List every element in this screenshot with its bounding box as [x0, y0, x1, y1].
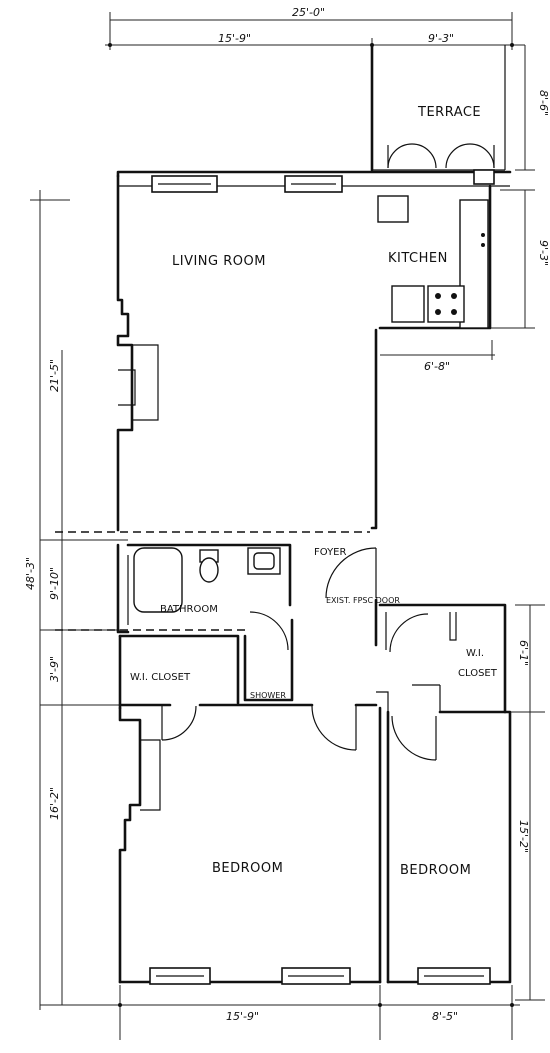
dim-closet-depth: 3'-9" [48, 656, 61, 682]
dim-bedroom-left-width: 15'-9" [226, 1010, 259, 1023]
dim-bedroom-right-width: 8'-5" [432, 1010, 458, 1023]
room-label-bathroom: BATHROOM [160, 604, 218, 615]
dim-bedroom-left-depth: 16'-2" [48, 787, 61, 820]
door-swings [161, 143, 495, 761]
dimension-labels: 25'-0" 15'-9" 9'-3" 8'-6" 9'-3" 6'-8" 21… [24, 6, 550, 1023]
room-label-kitchen: KITCHEN [388, 251, 448, 266]
dim-bathroom-depth: 9'-10" [48, 567, 61, 600]
dimension-lines [30, 12, 545, 1040]
room-label-terrace: TERRACE [417, 105, 481, 120]
room-label-wi-closet-right-line1: W.I. [466, 648, 484, 659]
dim-living-depth: 21'-5" [48, 359, 61, 392]
room-label-wi-closet-left: W.I. CLOSET [130, 672, 191, 683]
room-labels: TERRACE LIVING ROOM KITCHEN FOYER EXIST.… [130, 105, 498, 878]
dim-bedroom-right-depth: 15'-2" [517, 820, 530, 853]
dim-overall-width: 25'-0" [292, 6, 325, 19]
room-label-bedroom-right: BEDROOM [400, 863, 471, 878]
dim-kitchen-depth: 9'-3" [537, 240, 550, 266]
room-label-foyer: FOYER [314, 547, 347, 558]
fixtures [133, 195, 489, 613]
windows [149, 169, 495, 985]
room-label-living-room: LIVING ROOM [172, 254, 266, 269]
room-label-wi-closet-right-line2: CLOSET [458, 668, 498, 679]
dim-kitchen-width: 6'-8" [424, 360, 450, 373]
dim-overall-depth: 48'-3" [24, 557, 37, 590]
walls [55, 43, 512, 984]
dim-living-width: 15'-9" [218, 32, 251, 45]
room-label-bedroom-left: BEDROOM [212, 861, 283, 876]
room-label-shower: SHOWER [250, 691, 286, 700]
door-label-entry: EXIST. FPSC DOOR [326, 596, 400, 605]
dim-right-closet-depth: 6'-1" [517, 640, 530, 666]
dim-terrace-width: 9'-3" [428, 32, 454, 45]
dim-terrace-depth: 8'-6" [537, 90, 550, 116]
